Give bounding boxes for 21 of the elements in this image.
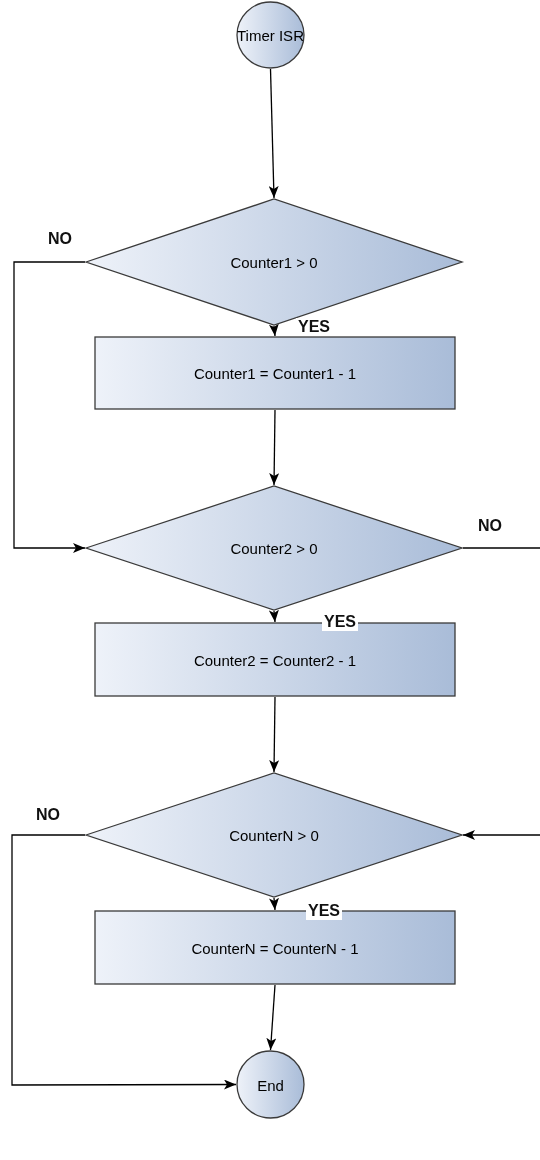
arrow bbox=[269, 696, 280, 773]
decision-label: CounterN > 0 bbox=[229, 826, 319, 844]
arrow bbox=[268, 68, 279, 199]
arrow bbox=[11, 834, 237, 1090]
arrow bbox=[269, 897, 279, 911]
decision-label: Counter1 > 0 bbox=[230, 253, 318, 271]
terminal-label: Timer ISR bbox=[237, 26, 304, 44]
connector-line bbox=[462, 547, 540, 549]
process-label: Counter2 = Counter2 - 1 bbox=[193, 651, 357, 668]
arrow bbox=[268, 609, 279, 623]
arrow bbox=[462, 830, 540, 840]
terminal-label: End bbox=[257, 1076, 284, 1093]
arrow bbox=[13, 261, 86, 553]
arrow bbox=[269, 409, 280, 486]
edge-label: YES bbox=[322, 613, 358, 631]
process-label: CounterN = CounterN - 1 bbox=[191, 939, 359, 956]
edge-label: YES bbox=[306, 902, 342, 920]
process-label: Counter1 = Counter1 - 1 bbox=[193, 364, 357, 382]
arrow bbox=[266, 984, 277, 1051]
arrow bbox=[268, 323, 279, 337]
decision-label: Counter2 > 0 bbox=[230, 539, 318, 557]
